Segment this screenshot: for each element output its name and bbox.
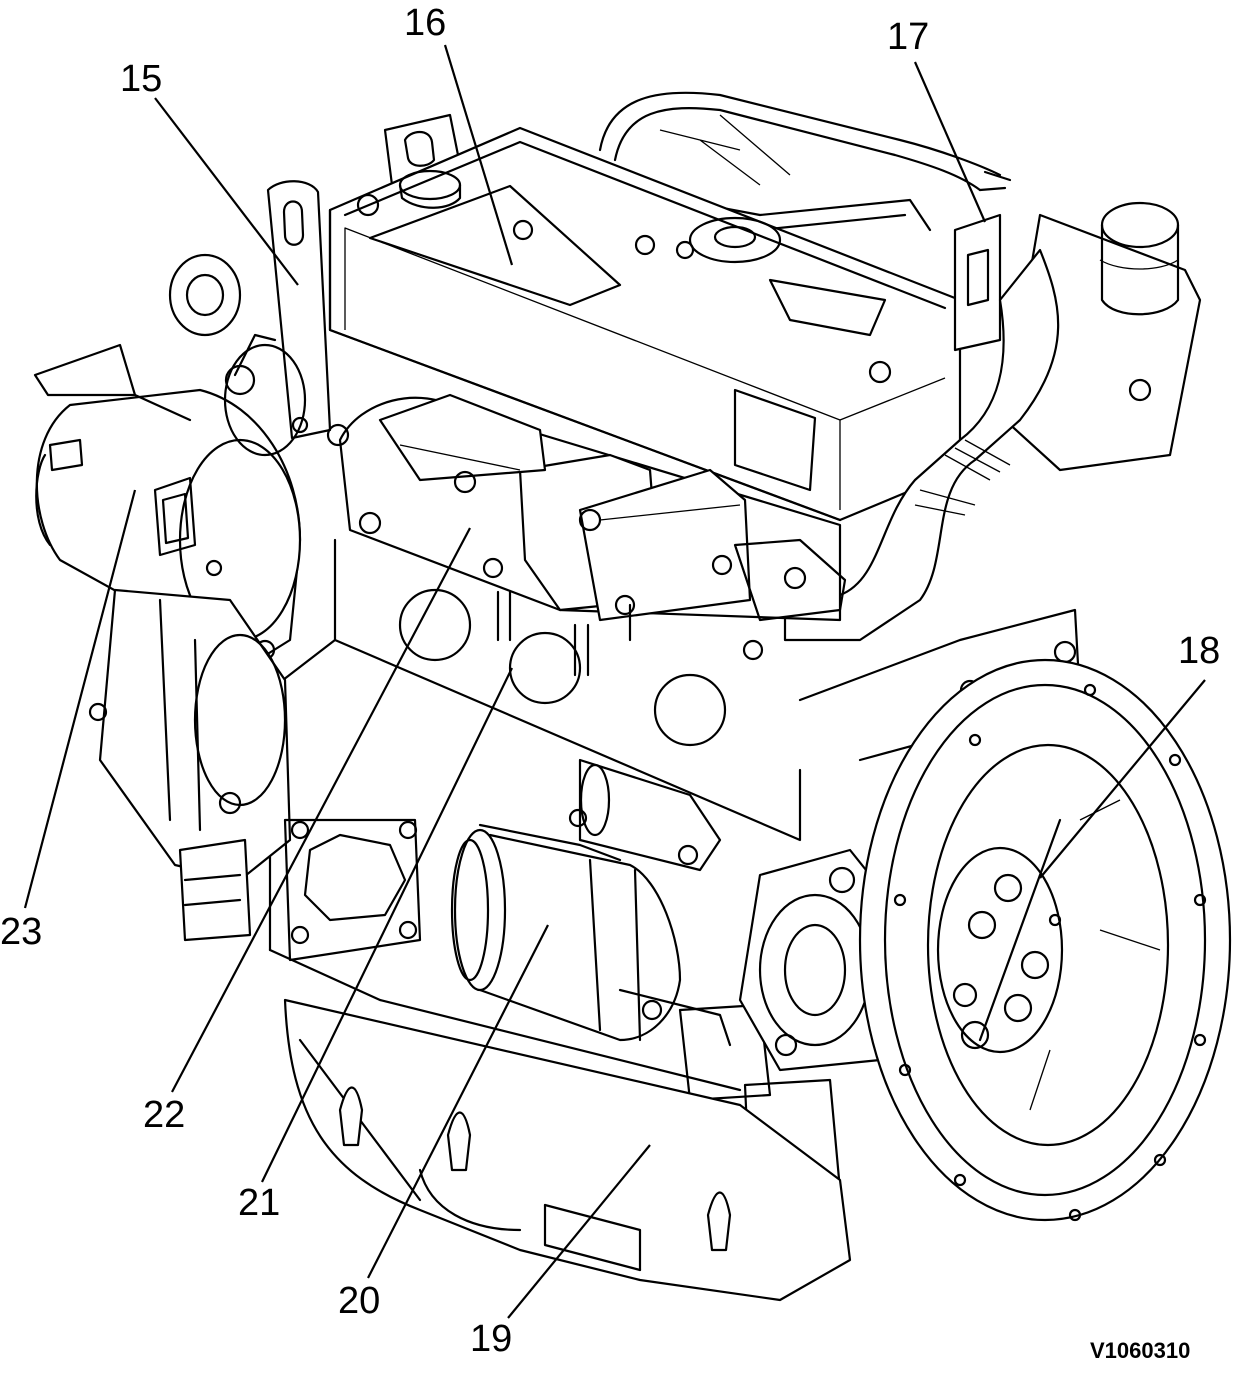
leader-23 [23,489,137,909]
oil-sump [283,998,852,1302]
document-id: V1060310 [1090,1338,1191,1363]
leader-19 [507,1144,651,1319]
callout-15: 15 [120,58,163,100]
callout-19: 19 [470,1318,513,1360]
leader-17 [913,61,987,223]
callout-22: 22 [143,1094,186,1136]
leader-20 [367,924,549,1279]
callout-18: 18 [1178,630,1221,672]
starter-motor [450,758,732,1047]
callout-20: 20 [338,1280,381,1322]
leader-lines [23,44,1206,1319]
leader-22 [171,527,471,1093]
manifold [326,393,847,661]
leader-18 [1039,679,1206,879]
left-bracket [88,588,292,942]
callout-21: 21 [238,1182,281,1224]
flywheel-housing [738,848,892,1072]
thermostat-housing [953,201,1202,472]
leader-16 [443,44,514,266]
leader-21 [261,667,513,1183]
callout-23: 23 [0,911,43,953]
lifting-eye [266,180,332,440]
callout-16: 16 [404,2,447,44]
callout-17: 17 [887,16,930,58]
flywheel [858,658,1232,1222]
leader-15 [154,97,299,286]
alternator [33,253,307,667]
lower-block [268,818,842,1197]
